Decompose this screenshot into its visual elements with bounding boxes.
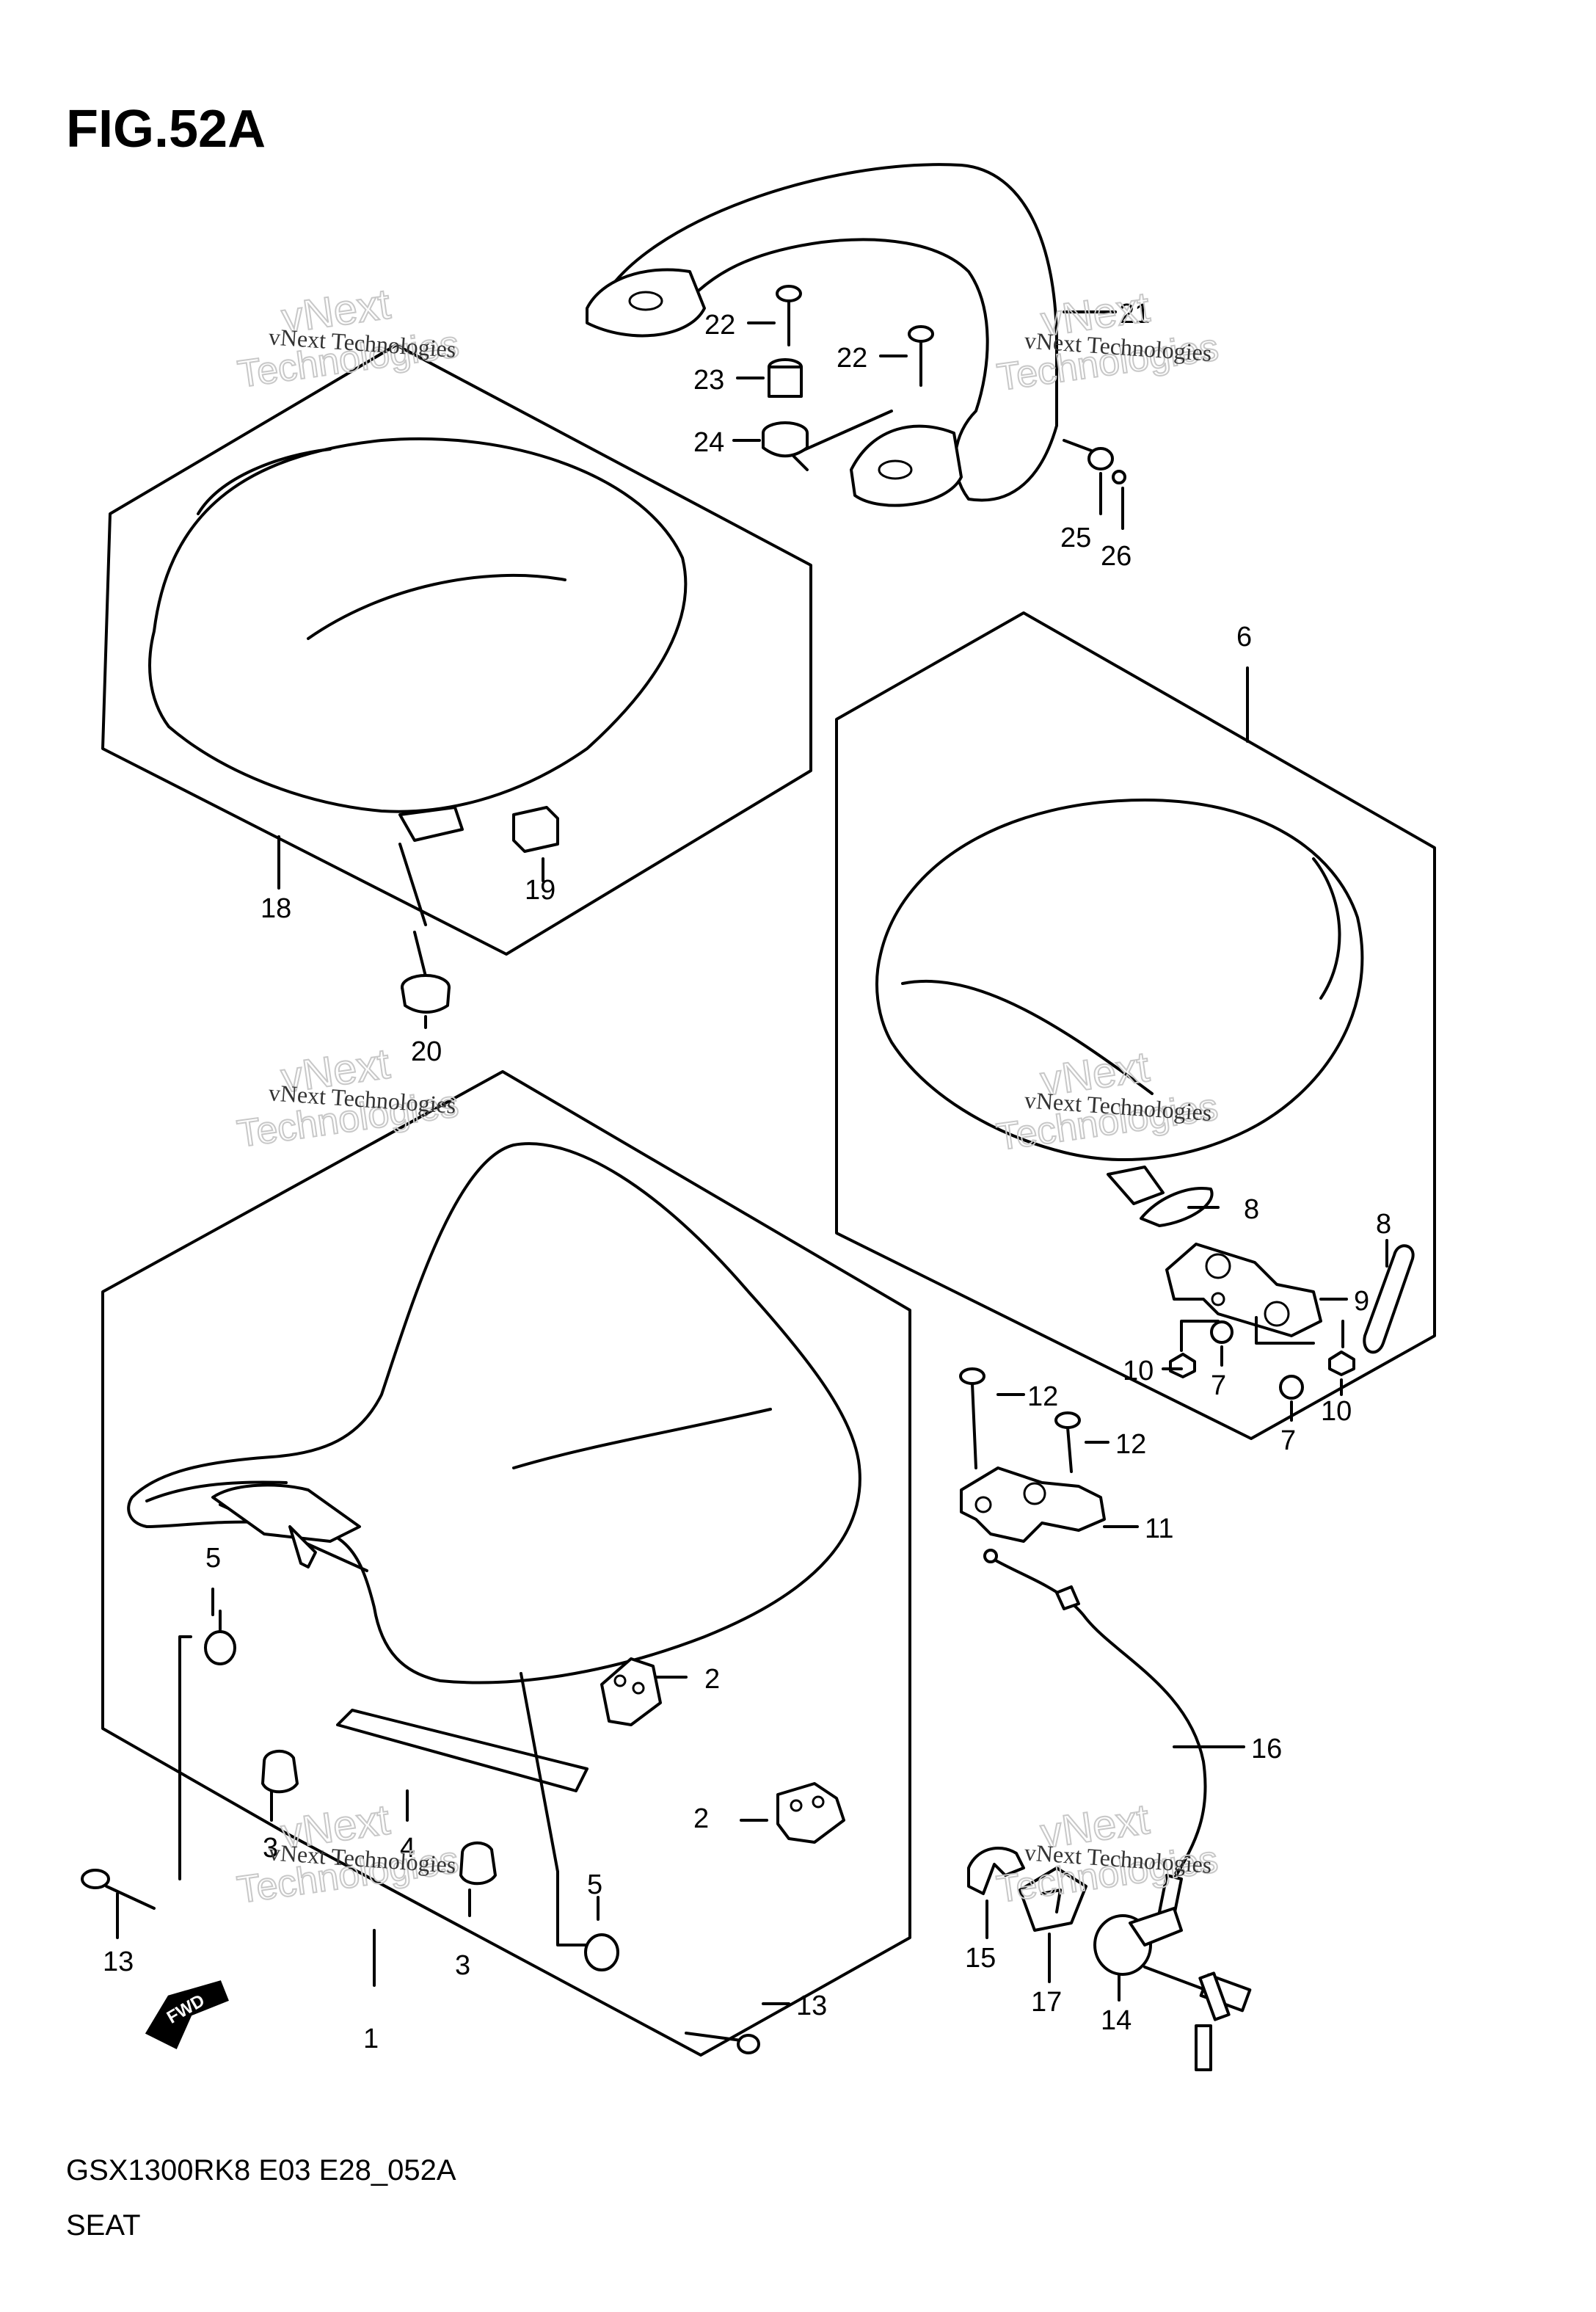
callout-22a: 22: [704, 310, 735, 341]
callout-2a: 2: [704, 1664, 720, 1695]
callout-7b: 7: [1280, 1425, 1296, 1456]
bolt-13a: [81, 1869, 156, 1910]
front-seat-box: [81, 1070, 1245, 2057]
callout-13a: 13: [103, 1946, 134, 1977]
callout-8b: 8: [1376, 1209, 1391, 1240]
cushion-5b: [584, 1933, 619, 1971]
seat-lock-assembly: [959, 1367, 1252, 2071]
callout-26: 26: [1101, 541, 1132, 572]
callout-12b: 12: [1115, 1429, 1146, 1460]
bolt-12a: [959, 1367, 985, 1469]
strap-4: [336, 1709, 589, 1792]
grab-rail-assembly: [586, 163, 1126, 530]
cushion-7a: [1210, 1320, 1234, 1344]
cushion-3a: [261, 1750, 299, 1794]
callout-4: 4: [400, 1833, 415, 1864]
callout-22b: 22: [837, 343, 867, 374]
screw-22a: [776, 285, 802, 346]
bracket-9: [1165, 1243, 1322, 1337]
callout-3a: 3: [263, 1833, 278, 1864]
pillion-seat-cushion: [875, 799, 1364, 1161]
callout-9: 9: [1354, 1286, 1369, 1317]
collar-23: [768, 358, 803, 398]
grab-rail-rear-bracket: [850, 424, 963, 507]
callout-23: 23: [693, 365, 724, 396]
pillion-seat-box: [835, 611, 1436, 1440]
callout-20: 20: [411, 1036, 442, 1067]
callout-2b: 2: [693, 1803, 709, 1834]
callout-17: 17: [1031, 1987, 1062, 2018]
callout-16: 16: [1251, 1734, 1282, 1764]
callout-12a: 12: [1027, 1381, 1058, 1412]
nut-10b: [1328, 1351, 1355, 1376]
callout-18: 18: [260, 893, 291, 924]
diagram-code: GSX1300RK8 E03 E28_052A: [66, 2154, 456, 2186]
grab-rail-front-bracket: [586, 268, 706, 338]
cushion-5a: [204, 1610, 236, 1665]
callout-11: 11: [1145, 1513, 1173, 1544]
cushion-7b: [1279, 1375, 1304, 1400]
callout-14: 14: [1101, 2005, 1132, 2036]
pillion-seat-hook: [1107, 1166, 1165, 1205]
callout-19: 19: [525, 875, 555, 906]
callout-10a: 10: [1123, 1356, 1154, 1386]
callout-15: 15: [965, 1943, 996, 1974]
callout-21: 21: [1119, 299, 1150, 330]
callout-25: 25: [1060, 523, 1091, 553]
callout-5a: 5: [205, 1543, 221, 1574]
rear-seat-cushion: [148, 437, 688, 813]
screw-22b: [908, 325, 934, 387]
washer-26: [1112, 470, 1126, 484]
nut-10a: [1169, 1353, 1196, 1378]
grommet-24: [762, 421, 809, 458]
callout-10b: 10: [1321, 1396, 1352, 1427]
rear-seat-hook: [398, 806, 464, 842]
callout-13b: 13: [796, 1991, 827, 2021]
callout-8a: 8: [1244, 1194, 1259, 1225]
cushion-19: [512, 806, 559, 853]
damper-2b: [776, 1782, 845, 1844]
rear-seat-box: [101, 343, 812, 1029]
callout-7a: 7: [1211, 1370, 1226, 1401]
callout-labels: 1 2 2 3 3 4 5 5 6 7 7 8 8 9 10 10 11 12 …: [103, 299, 1391, 2054]
callout-1: 1: [363, 2024, 379, 2054]
lock-cylinder-14: [1093, 1907, 1252, 2071]
lever-17: [1019, 1866, 1087, 1932]
cushion-3b: [459, 1842, 497, 1886]
figure-title: FIG.52A: [66, 100, 266, 159]
band-8b: [1363, 1244, 1415, 1354]
damper-20: [401, 974, 451, 1029]
diagram-name: SEAT: [66, 2209, 141, 2242]
front-seat-hook: [211, 1483, 361, 1543]
callout-5b: 5: [587, 1869, 602, 1900]
callout-3b: 3: [455, 1950, 470, 1981]
bolt-12b: [1054, 1411, 1081, 1473]
band-8a: [1140, 1187, 1214, 1227]
callout-24: 24: [693, 427, 724, 458]
damper-2a: [600, 1657, 662, 1726]
callout-6: 6: [1236, 622, 1252, 652]
forward-direction-arrow: FWD: [145, 1980, 229, 2050]
bolt-25: [1063, 439, 1114, 470]
hook-15: [967, 1846, 1025, 1895]
bolt-13b: [685, 2032, 760, 2054]
